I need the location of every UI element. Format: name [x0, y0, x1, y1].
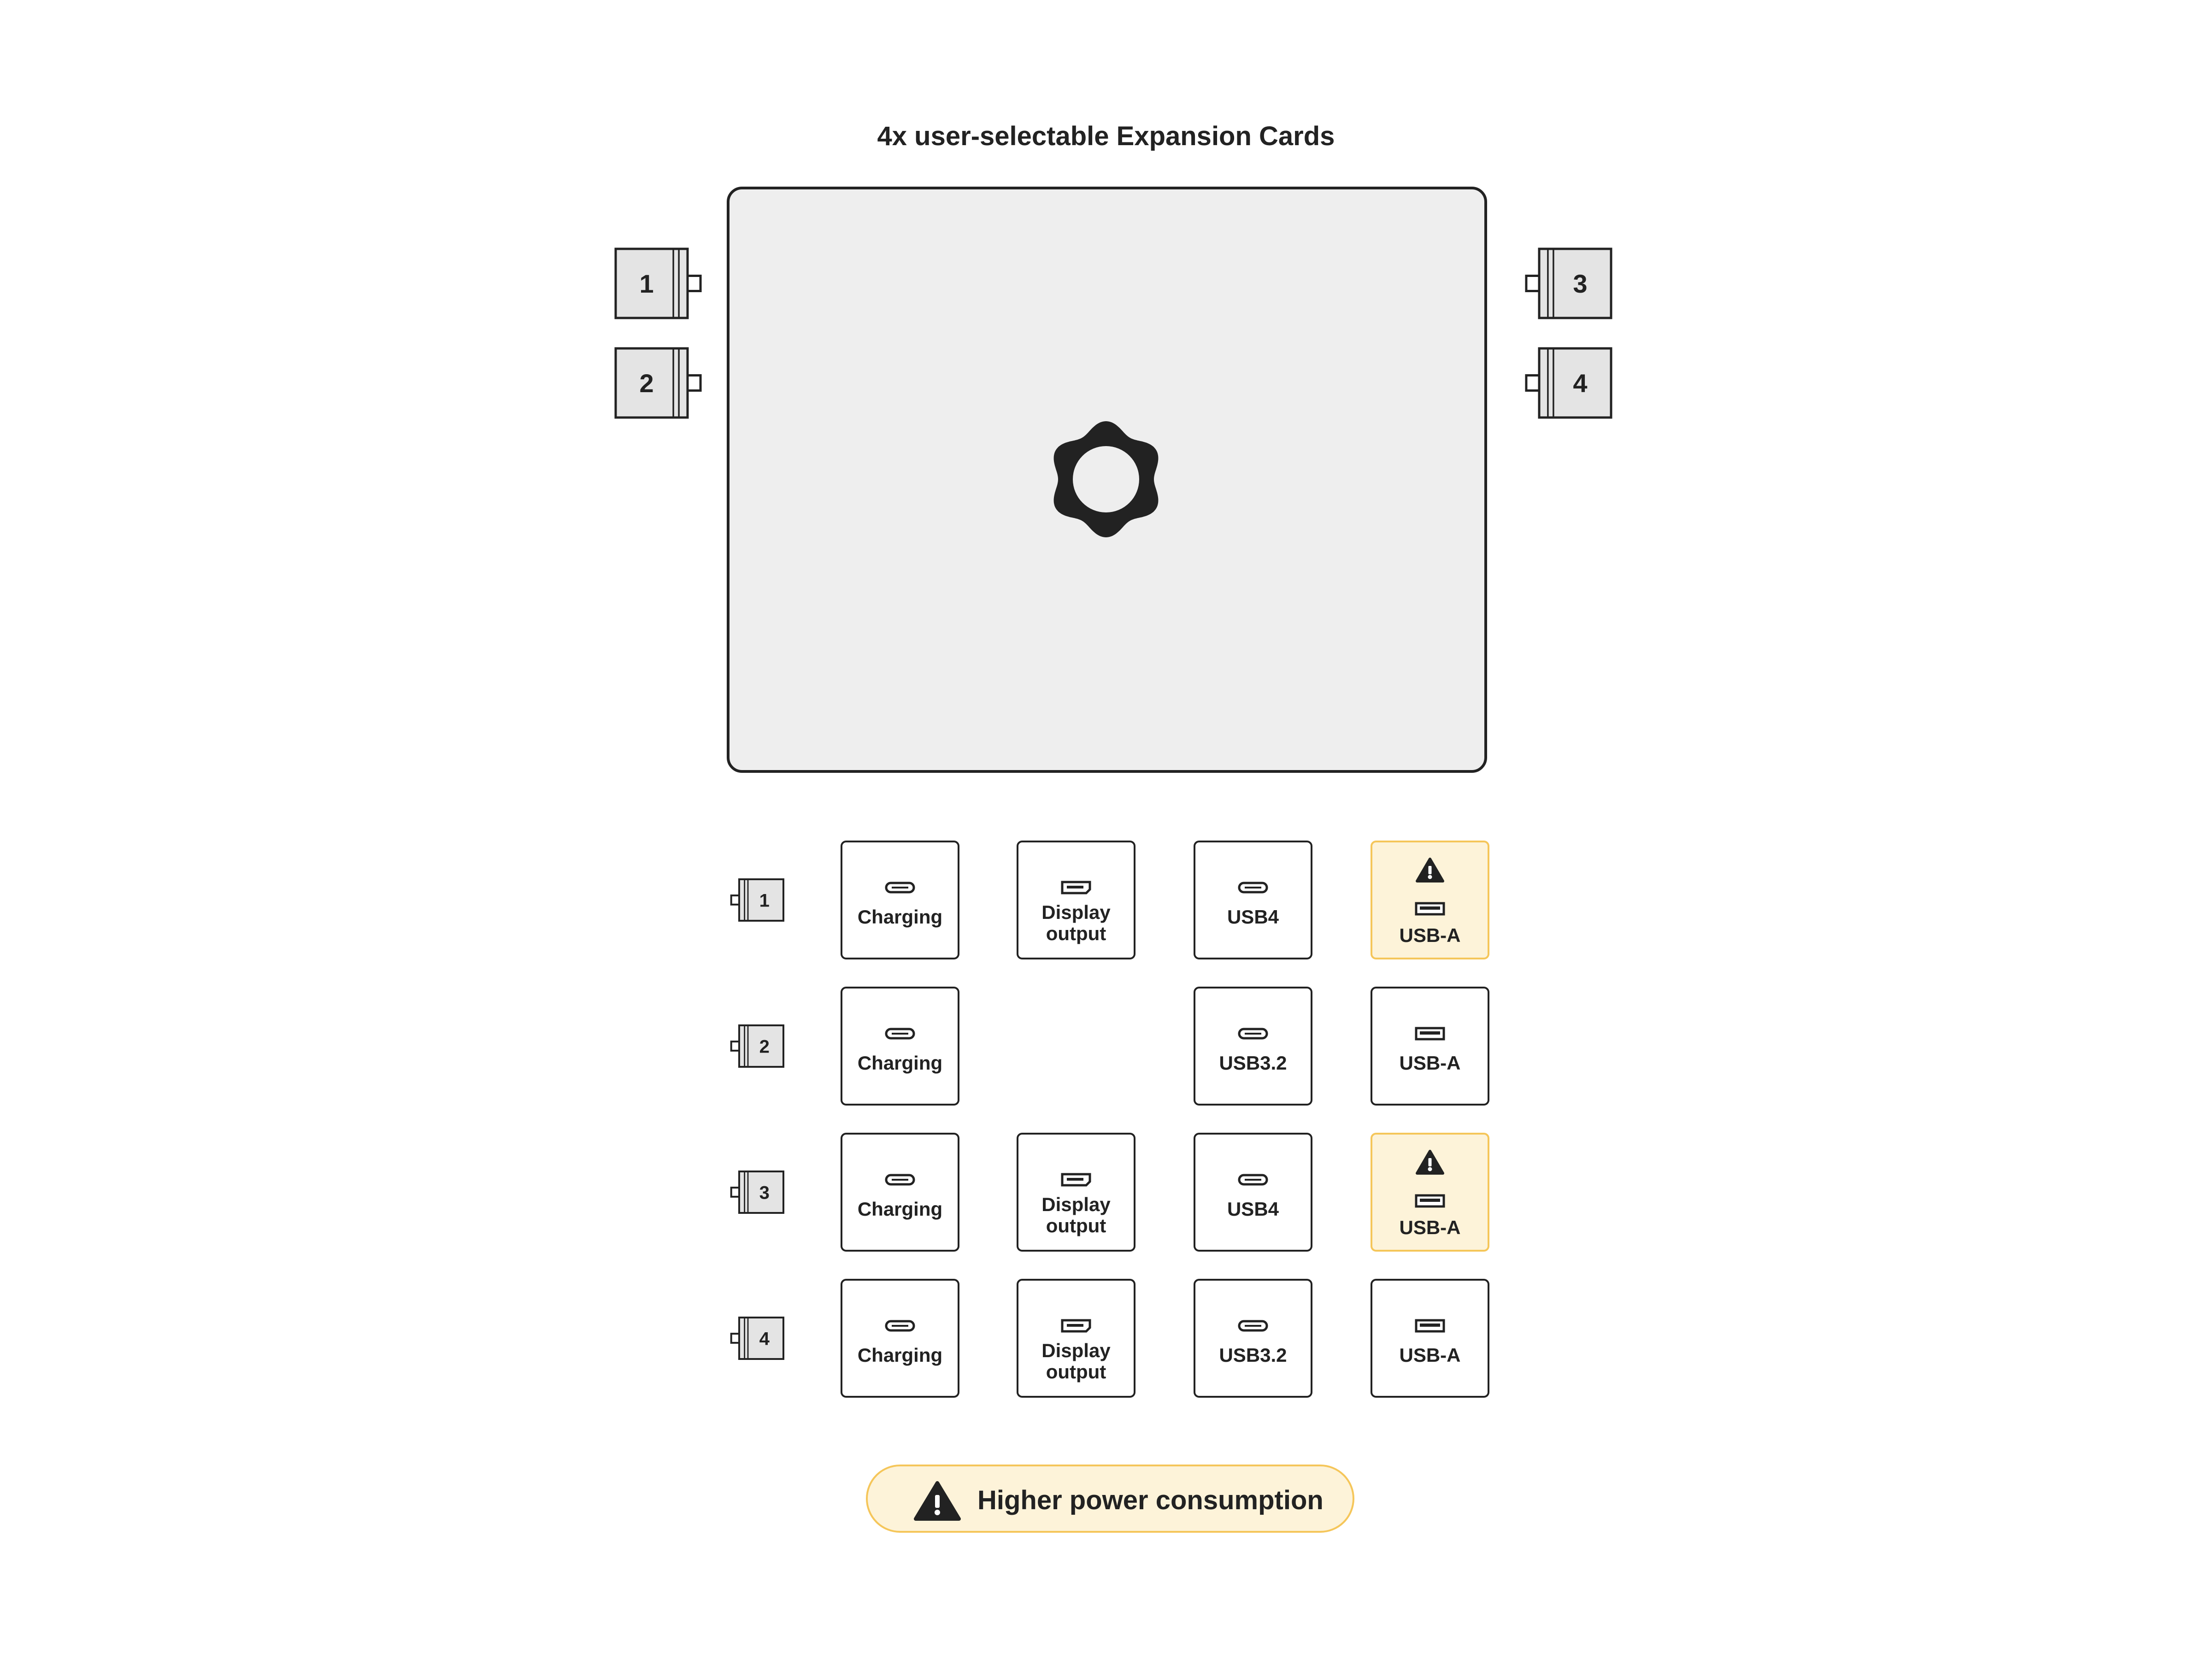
legend-higher-power: Higher power consumption [866, 1465, 1354, 1533]
warning-icon [1416, 858, 1444, 882]
row-slot-3: 3 [730, 1171, 784, 1214]
diagram-title: 4x user-selectable Expansion Cards [877, 121, 1335, 151]
card-label: Display [1041, 1194, 1111, 1215]
slot-3: 3 [1525, 247, 1612, 319]
card-label: USB-A [1400, 1344, 1461, 1366]
card-label: USB4 [1227, 906, 1279, 928]
row-slot-2: 2 [730, 1024, 784, 1068]
card-label: USB-A [1400, 924, 1461, 946]
card-usb4: USB4 [1194, 1133, 1312, 1252]
row-slot-1-label: 1 [759, 890, 770, 911]
card-label-line2: output [1046, 1361, 1106, 1382]
card-label: Charging [858, 1198, 942, 1220]
slot-3-label: 3 [1573, 269, 1587, 298]
card-label: USB4 [1227, 1198, 1279, 1220]
card-label: Display [1041, 901, 1111, 923]
warning-icon [1416, 1150, 1444, 1175]
row-slot-4-label: 4 [759, 1329, 770, 1349]
card-label: Display [1041, 1340, 1111, 1361]
slot-4-label: 4 [1573, 369, 1587, 398]
slot-1-label: 1 [640, 269, 654, 298]
card-label: Charging [858, 906, 942, 928]
card-usb-a: USB-A [1371, 1279, 1489, 1398]
card-label: USB-A [1400, 1217, 1461, 1238]
card-usb3-2: USB3.2 [1194, 1279, 1312, 1398]
slot-4: 4 [1525, 347, 1612, 419]
card-charging: Charging [841, 1279, 959, 1398]
card-label: USB3.2 [1219, 1052, 1287, 1074]
card-usb-a: USB-A [1371, 1133, 1489, 1252]
card-label: Charging [858, 1052, 942, 1074]
slot-2-label: 2 [640, 369, 654, 398]
row-slot-4: 4 [730, 1317, 784, 1360]
card-charging: Charging [841, 1133, 959, 1252]
slot-2: 2 [614, 347, 702, 419]
row-slot-2-label: 2 [759, 1036, 770, 1057]
card-usb-a: USB-A [1371, 841, 1489, 959]
card-label: USB-A [1400, 1052, 1461, 1074]
card-label-line2: output [1046, 923, 1106, 944]
legend-label: Higher power consumption [977, 1485, 1324, 1515]
row-slot-1: 1 [730, 878, 784, 922]
card-usb3-2: USB3.2 [1194, 987, 1312, 1106]
card-label: USB3.2 [1219, 1344, 1287, 1366]
card-label-line2: output [1046, 1215, 1106, 1236]
card-charging: Charging [841, 987, 959, 1106]
card-charging: Charging [841, 841, 959, 959]
card-usb-a: USB-A [1371, 987, 1489, 1106]
framework-gear-icon [1053, 421, 1159, 537]
warning-icon [914, 1481, 961, 1521]
row-slot-3-label: 3 [759, 1182, 770, 1203]
card-label: Charging [858, 1344, 942, 1366]
card-usb4: USB4 [1194, 841, 1312, 959]
slot-1: 1 [614, 247, 702, 319]
